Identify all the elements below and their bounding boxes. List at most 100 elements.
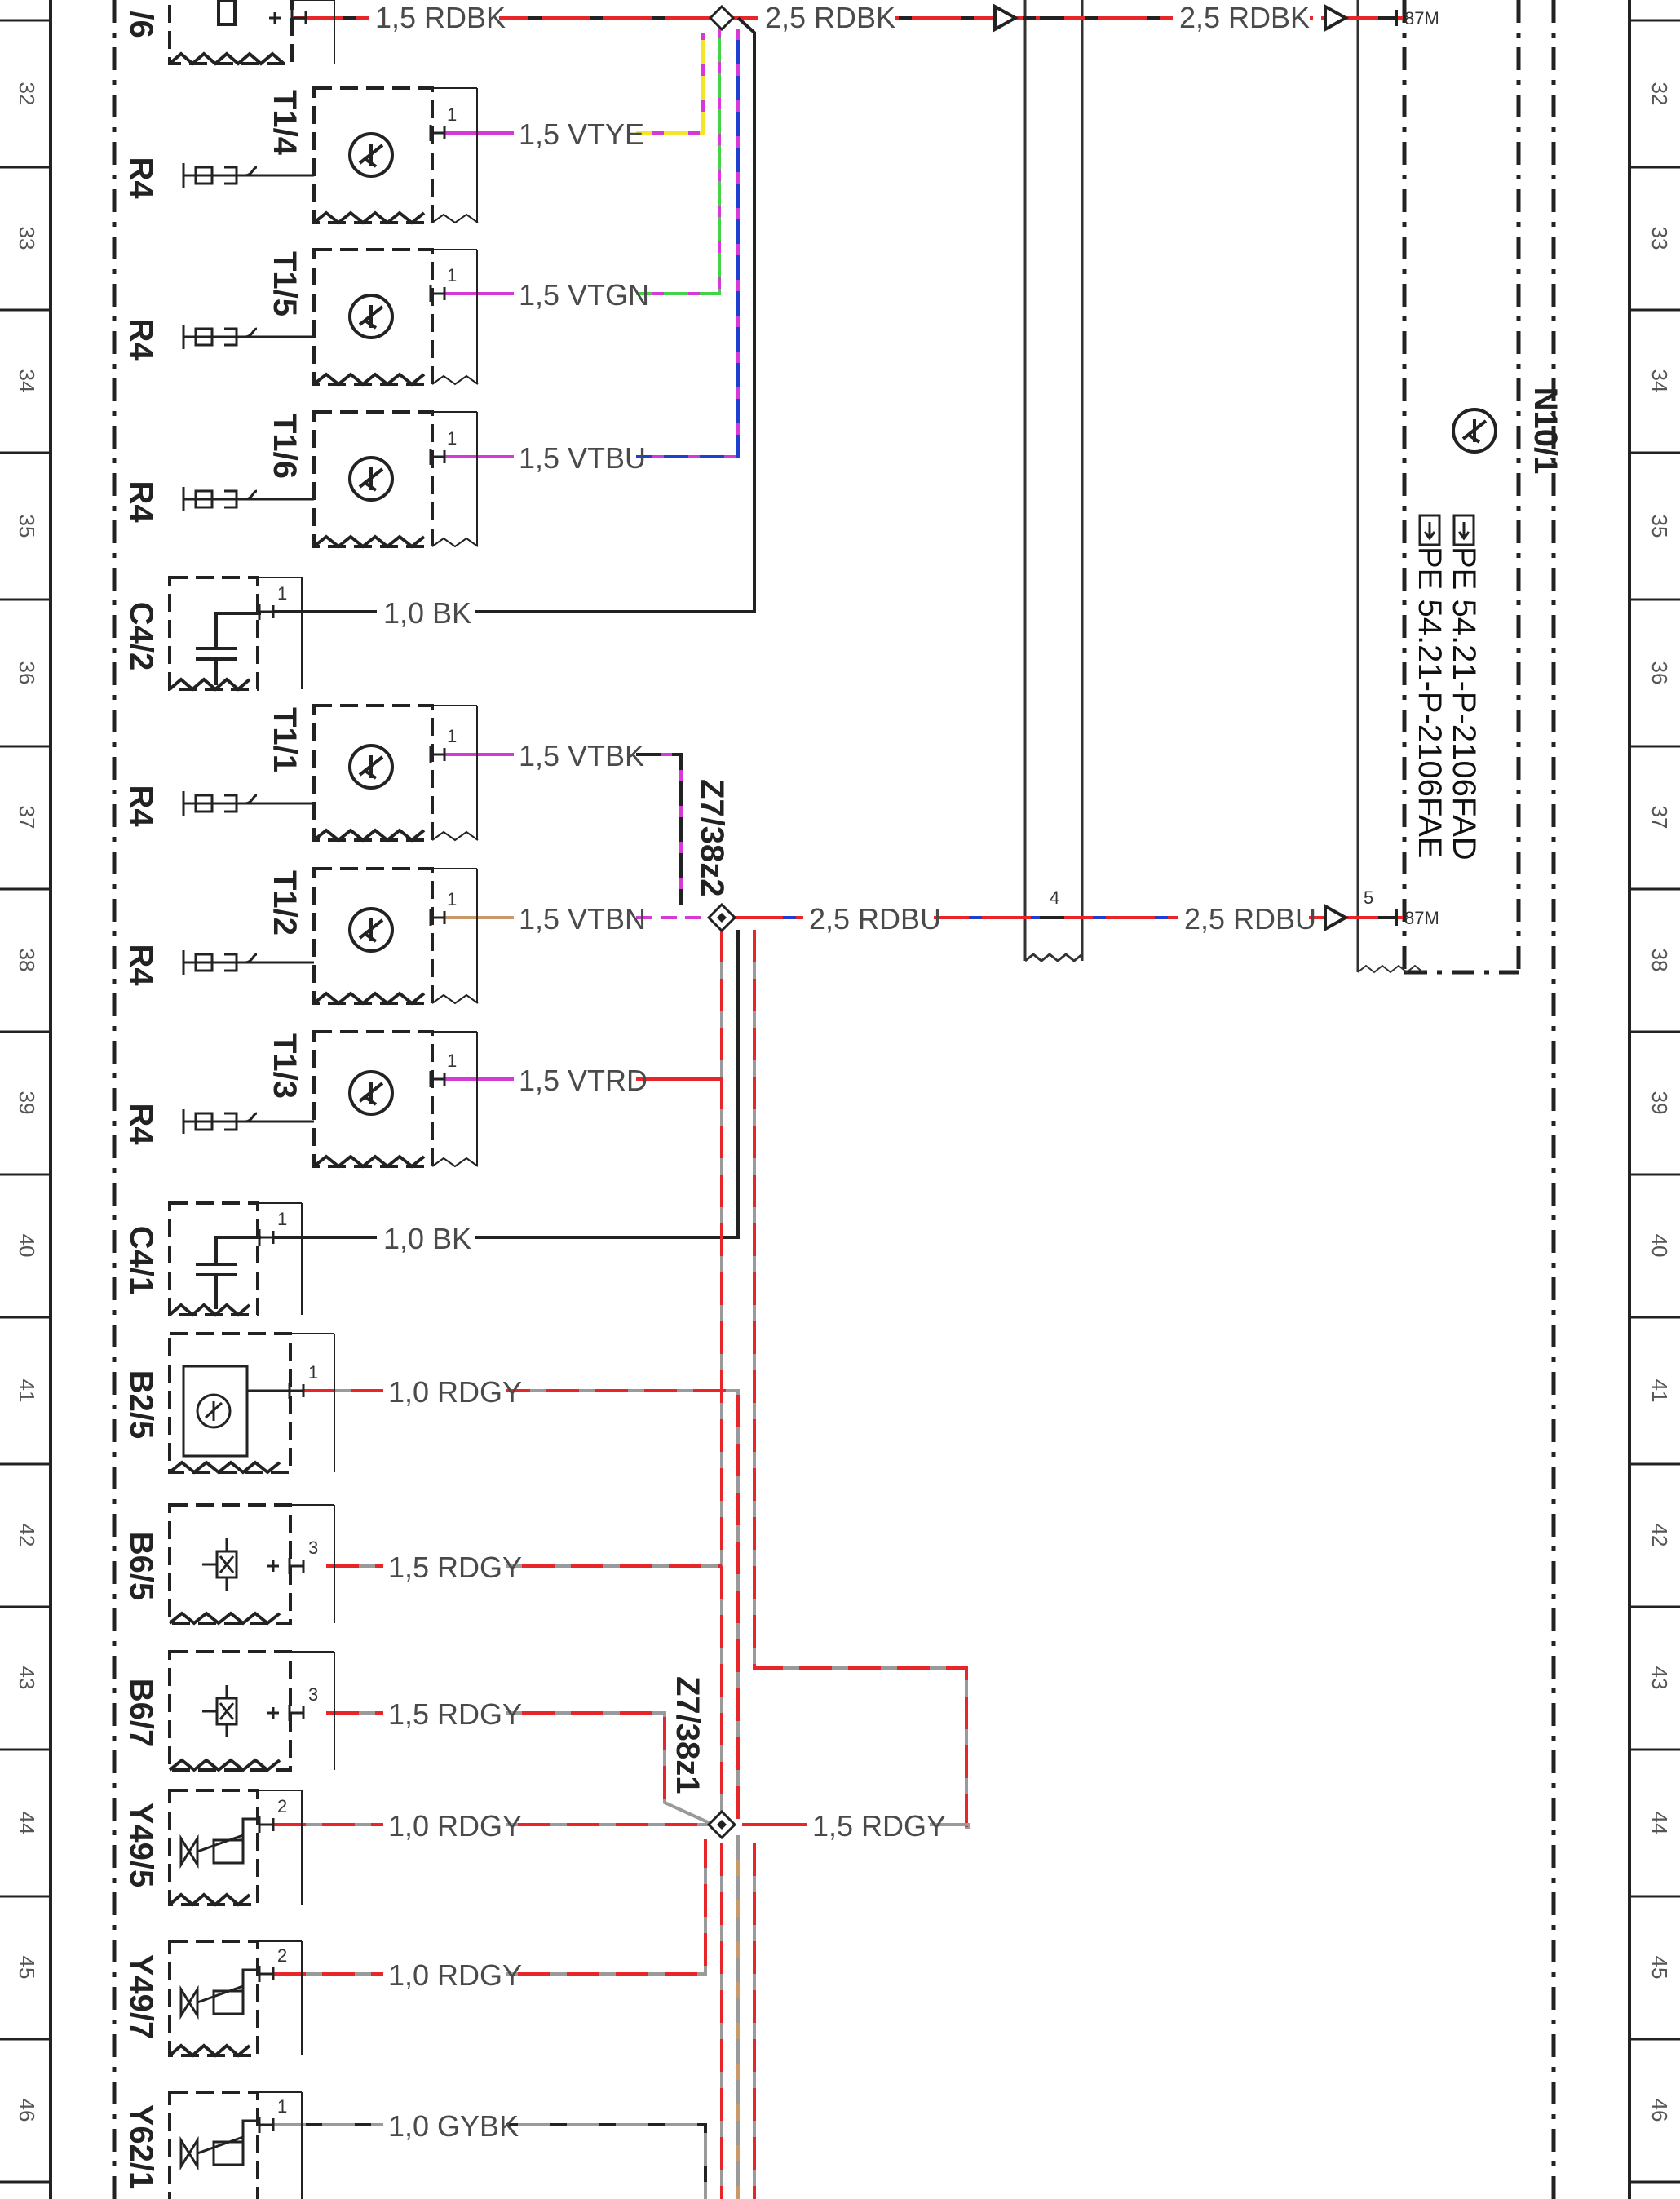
pin-label: 1 <box>277 583 287 604</box>
wire-labels: 1,5 RDBK 2,5 RDBK 2,5 RDBK 1,5 VTYE 1,5 … <box>369 1 1316 2143</box>
component-label: R4 <box>123 944 159 986</box>
wire-label: 1,5 RDGY <box>388 1697 522 1731</box>
component-label: Y49/5 <box>123 1803 159 1888</box>
pin-label: 5 <box>1364 887 1373 908</box>
wires <box>273 16 1403 2199</box>
row-label: 36 <box>1647 661 1672 685</box>
left-row-ticks <box>0 19 51 2184</box>
component-label: R4 <box>123 318 159 361</box>
pin-label: 3 <box>308 1538 318 1558</box>
row-label: 41 <box>1647 1379 1672 1403</box>
pin-label: 4 <box>1050 887 1059 908</box>
module-n10-1: N10/1 PE 54.21-P-2106FAD PE 54.21-P-2106… <box>1356 0 1563 975</box>
solenoid-valve-icon <box>179 2119 258 2171</box>
wire-label: 1,0 GYBK <box>388 2109 519 2143</box>
component-label: R4 <box>123 785 159 827</box>
row-label: 43 <box>1647 1666 1672 1690</box>
transistor-icon <box>348 456 394 502</box>
pin-label: 1 <box>277 2096 287 2117</box>
row-label: 41 <box>15 1379 39 1403</box>
wire-label: 1,5 RDGY <box>388 1551 522 1584</box>
pin-label: 2 <box>277 1945 287 1966</box>
wire-label: 1,0 RDGY <box>388 1809 522 1843</box>
wire-label: 1,5 RDGY <box>812 1809 946 1843</box>
solenoid-valve-icon <box>179 1968 258 2020</box>
row-label: 35 <box>1647 515 1672 538</box>
row-label: 44 <box>15 1812 39 1835</box>
hall-sensor-icon <box>202 1685 238 1737</box>
row-label: 45 <box>15 1956 39 1980</box>
row-label: 34 <box>15 369 39 393</box>
pin-label: 1 <box>447 726 457 746</box>
component-label: T1/1 <box>267 707 303 772</box>
row-label: 40 <box>15 1234 39 1258</box>
row-label: 34 <box>1647 369 1672 393</box>
wire-label: 1,5 RDBK <box>375 1 506 34</box>
pin-label: 1 <box>308 1362 318 1383</box>
splice-z7-38z2: Z7/38z2 <box>694 779 730 897</box>
wire-label: 1,0 RDGY <box>388 1375 522 1409</box>
transistor-icon <box>348 744 394 790</box>
transistor-icon <box>348 1070 394 1116</box>
component-label: R4 <box>123 157 159 199</box>
boundary-lines <box>112 0 1556 2199</box>
row-label: 33 <box>1647 227 1672 250</box>
wire-label: 1,5 VTYE <box>519 117 644 151</box>
wire-label: 1,5 VTBK <box>519 739 644 772</box>
bus-connector <box>1023 0 1084 962</box>
pin-label: 1 <box>447 889 457 909</box>
pin-label: 1 <box>277 1209 287 1229</box>
component-label: T1/6 <box>267 414 303 479</box>
wire-label: 1,5 VTBU <box>519 441 646 475</box>
row-label: 42 <box>1647 1524 1672 1547</box>
transistor-icon <box>1452 408 1497 454</box>
connector-arrows <box>993 3 1398 932</box>
module-label: N10/1 <box>1527 387 1563 475</box>
component-label: C4/1 <box>123 1226 159 1295</box>
pin-label: 3 <box>308 1684 318 1705</box>
row-label: 39 <box>15 1091 39 1115</box>
pin-numbers: 1 1 1 1 1 1 1 1 1 3 3 2 2 1 <box>277 104 457 2117</box>
component-label: T1/4 <box>267 90 303 156</box>
transistor-icon <box>348 132 394 178</box>
row-label: 38 <box>1647 949 1672 972</box>
transistor-icon <box>348 294 394 339</box>
pin-87m-top: 87M <box>1404 8 1439 29</box>
row-label: 32 <box>15 82 39 106</box>
row-label: 40 <box>1647 1234 1672 1258</box>
component-label: C4/2 <box>123 602 159 671</box>
pin-label: 1 <box>447 428 457 449</box>
row-label: 35 <box>15 515 39 538</box>
wire-label: 1,0 BK <box>383 1222 471 1255</box>
row-label: 46 <box>15 2099 39 2122</box>
pin-label: 2 <box>277 1796 287 1816</box>
transistor-icon <box>348 907 394 953</box>
row-label: 37 <box>1647 806 1672 830</box>
row-label: 39 <box>1647 1091 1672 1115</box>
hand-reference-icon <box>1418 514 1441 546</box>
component-label: /6 <box>123 11 159 38</box>
left-row-rail: 32 33 34 35 36 37 38 39 40 41 42 43 44 4… <box>0 0 52 2199</box>
pin-label: 1 <box>447 104 457 125</box>
component-label: R4 <box>123 1103 159 1145</box>
pin-label: 1 <box>447 1051 457 1071</box>
pin-label: 1 <box>447 265 457 285</box>
wire-label: 1,0 RDGY <box>388 1958 522 1992</box>
row-label: 37 <box>15 806 39 830</box>
component-label: B6/7 <box>123 1679 159 1748</box>
hand-reference-icon <box>1452 514 1475 546</box>
wire-label: 2,5 RDBK <box>1179 1 1310 34</box>
component-label: T1/3 <box>267 1033 303 1099</box>
wire-label: 1,5 VTBN <box>519 902 646 936</box>
solenoid-valve-icon <box>179 1817 258 1869</box>
components-left <box>168 0 479 2199</box>
row-label: 32 <box>1647 82 1672 106</box>
component-label: B2/5 <box>123 1370 159 1440</box>
wire-label: 1,5 VTRD <box>519 1064 648 1097</box>
junction-top <box>708 4 736 32</box>
component-label: T1/2 <box>267 870 303 936</box>
row-label: 33 <box>15 227 39 250</box>
wire-label: 2,5 RDBK <box>765 1 895 34</box>
wire-label: 1,5 VTGN <box>519 278 649 312</box>
